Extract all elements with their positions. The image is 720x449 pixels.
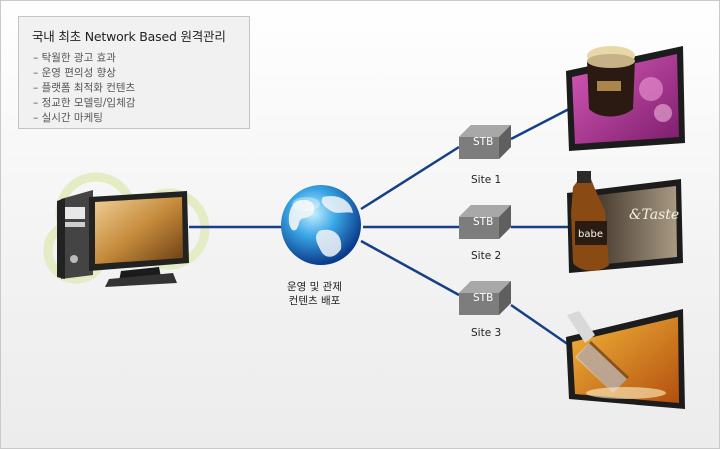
stb-box-1 (459, 125, 511, 159)
site-label: Site 1 (471, 174, 502, 186)
site-label: Site 2 (471, 250, 502, 262)
display-screen-3 (566, 309, 685, 409)
display-screen-2: &Taste babe (567, 171, 683, 273)
stb-label: STB (473, 136, 494, 148)
stb-label: STB (473, 216, 494, 228)
computer-icon (57, 190, 189, 287)
feature-item: – 플랫폼 최적화 컨텐츠 (33, 82, 136, 94)
globe-caption-line: 컨텐츠 배포 (288, 295, 341, 307)
stb-label: STB (473, 292, 494, 304)
feature-item: – 실시간 마케팅 (33, 112, 103, 124)
feature-list: – 탁월한 광고 효과 – 운영 편의성 향상 – 플랫폼 최적화 컨텐츠 – … (29, 51, 239, 126)
stb-box-2 (459, 205, 511, 239)
globe-caption-line: 운영 및 관제 (287, 281, 342, 293)
display-screen-1 (566, 46, 685, 151)
feature-item: – 운영 편의성 향상 (33, 67, 116, 79)
feature-item: – 탁월한 광고 효과 (33, 52, 116, 64)
globe-caption: 운영 및 관제 컨텐츠 배포 (287, 280, 342, 308)
feature-item: – 정교한 모델링/입체감 (33, 97, 136, 109)
svg-text:&Taste: &Taste (629, 207, 679, 223)
info-title: 국내 최초 Network Based 원격관리 (32, 29, 226, 44)
globe-icon (281, 185, 361, 265)
site-label: Site 3 (471, 327, 502, 339)
svg-text:babe: babe (578, 229, 603, 240)
stb-box-3 (459, 281, 511, 315)
info-box: 국내 최초 Network Based 원격관리 – 탁월한 광고 효과 – 운… (18, 16, 250, 129)
connection-lines (189, 107, 570, 347)
